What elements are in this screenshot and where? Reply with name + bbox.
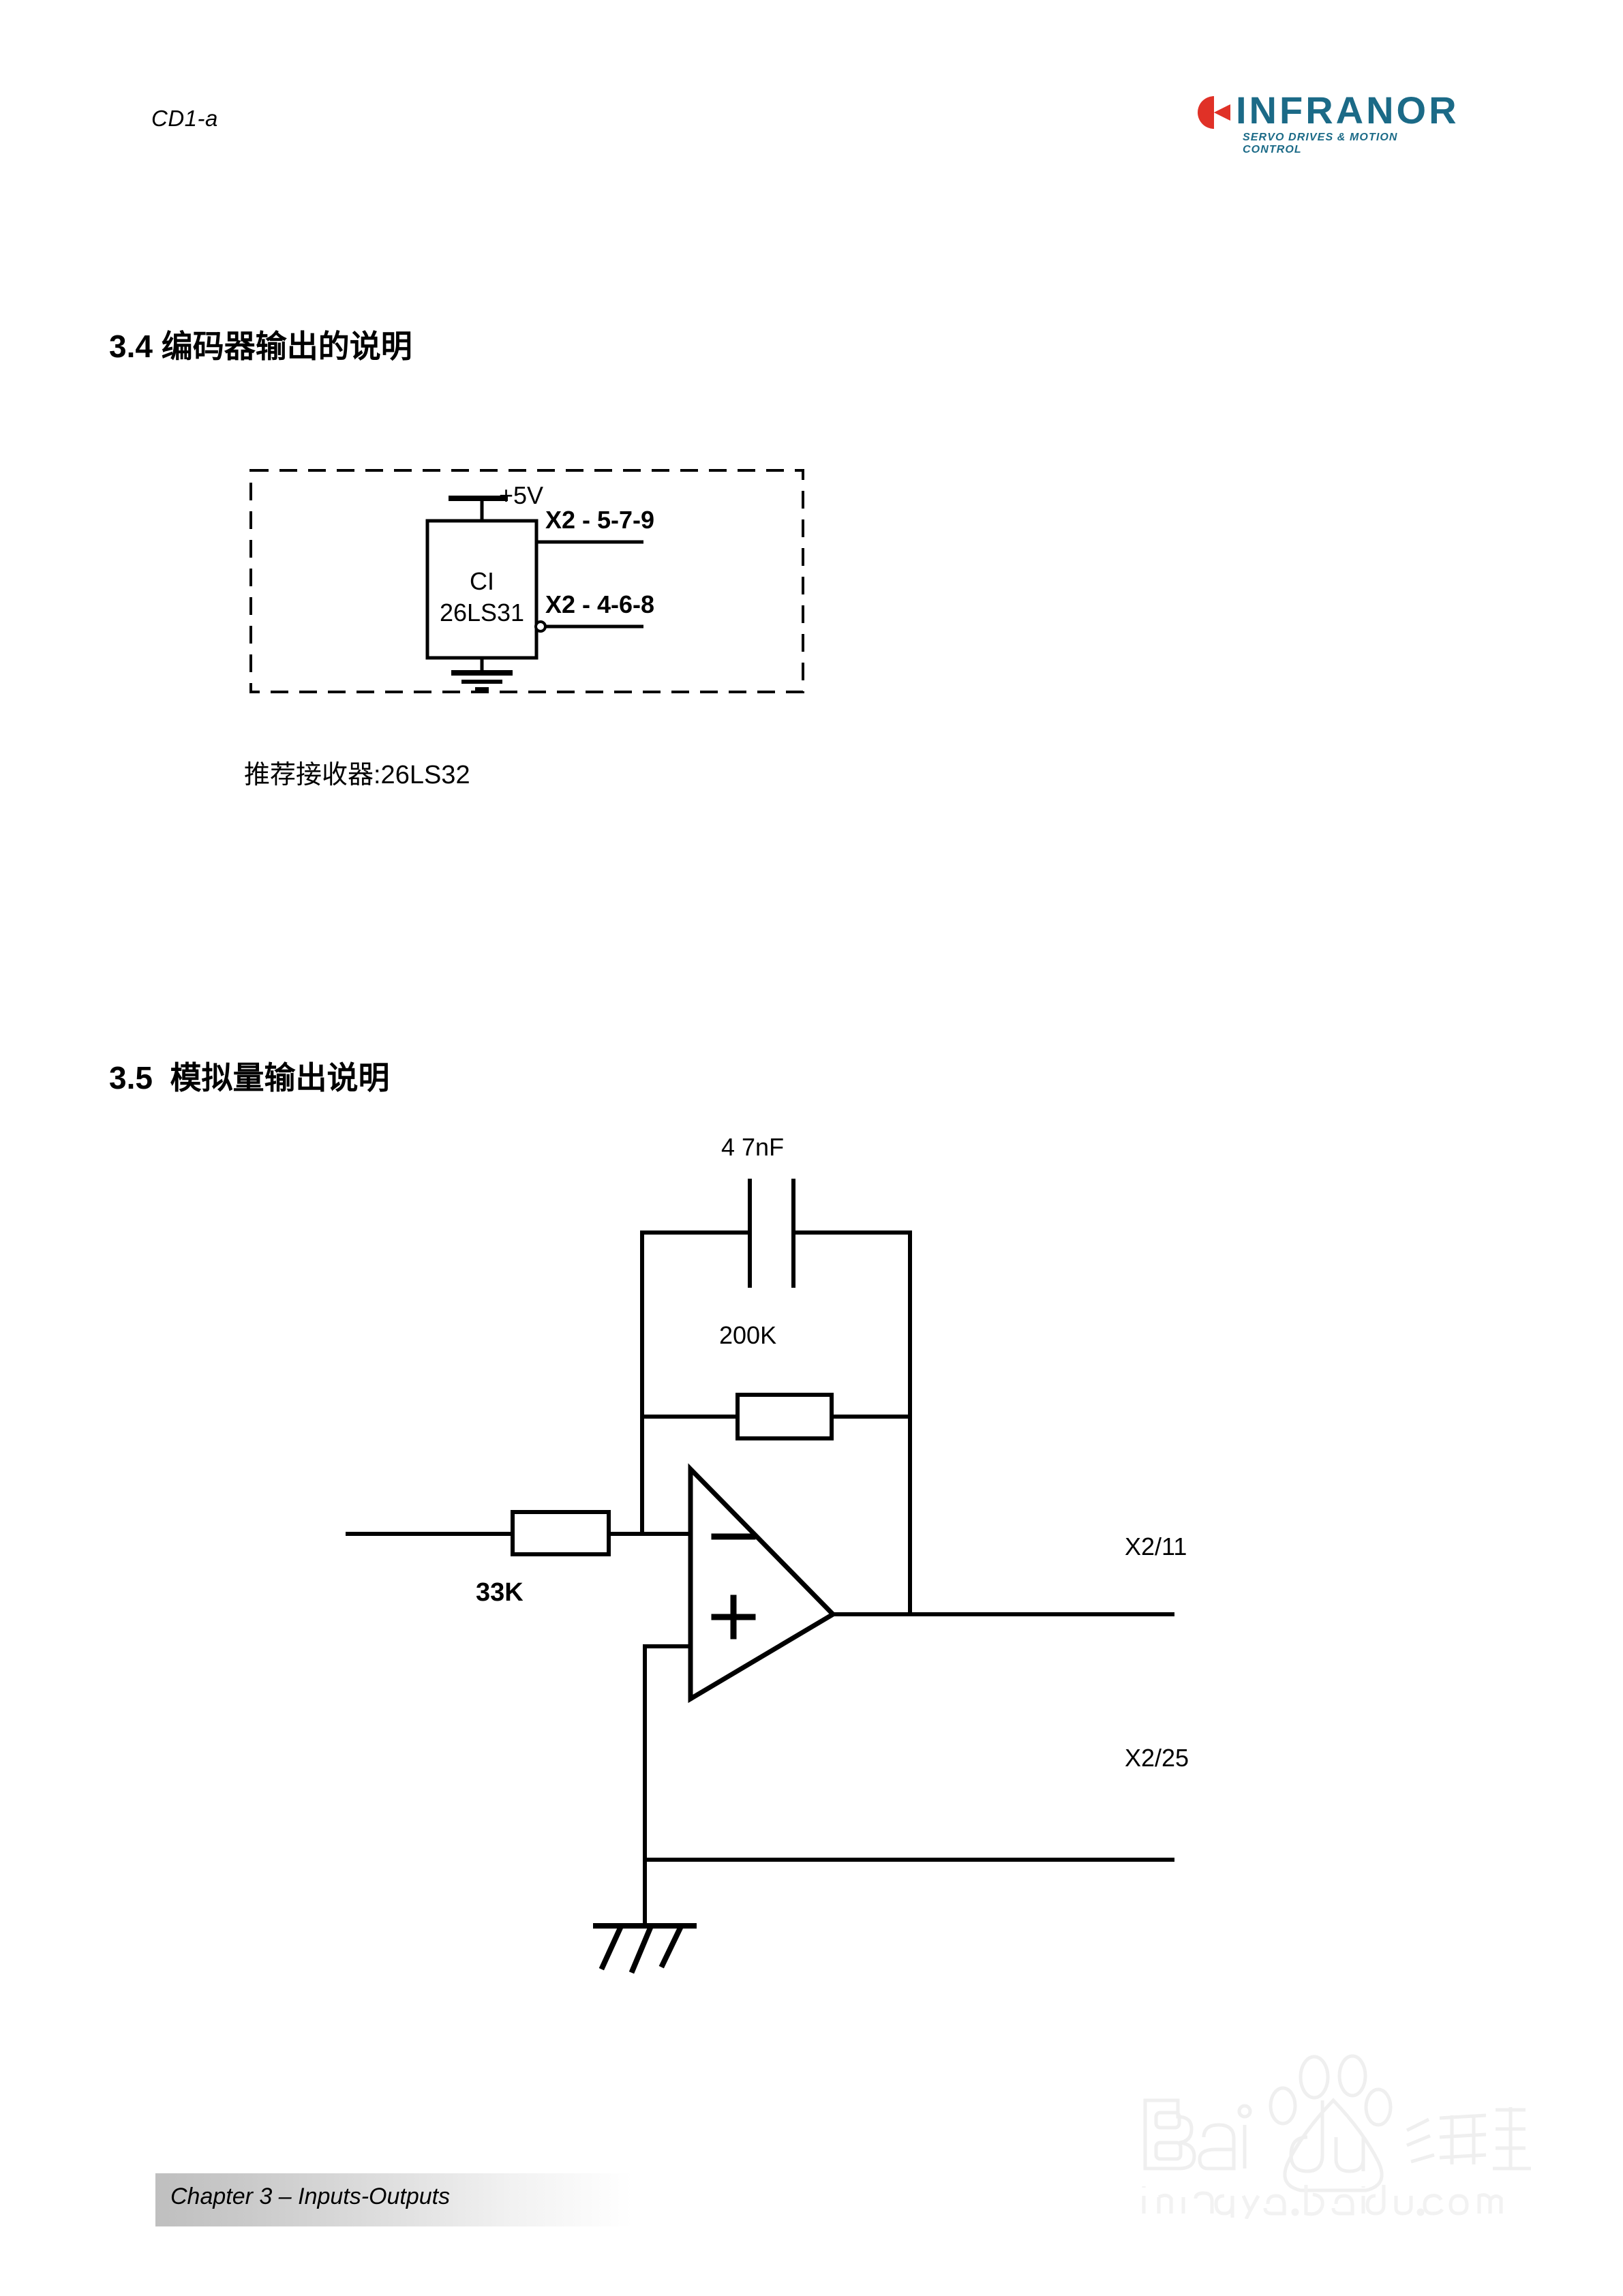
- ground-hatch-2-icon: [628, 1924, 654, 1974]
- input-resistor-label: 33K: [476, 1578, 524, 1607]
- footer-band: [155, 2173, 633, 2226]
- recommended-receiver-note: 推荐接收器:26LS32: [244, 761, 470, 789]
- inverting-bubble-icon: [534, 620, 547, 633]
- encoder-output-schematic: [232, 443, 818, 716]
- terminal-label-x2-25: X2/25: [1125, 1744, 1189, 1772]
- baidu-jingyan-watermark: [1132, 2035, 1541, 2220]
- infranor-logo: INFRANOR SERVO DRIVES & MOTION CONTROL: [1196, 89, 1459, 155]
- section-3-4-heading: 3.4 编码器输出的说明: [109, 329, 412, 364]
- opamp-triangle: [688, 1463, 837, 1704]
- supply-label: +5V: [499, 481, 544, 509]
- document-code-header: CD1-a: [151, 106, 218, 131]
- schematic-dashed-border: [249, 469, 804, 693]
- output-label-top: X2 - 5-7-9: [545, 506, 655, 534]
- analog-output-schematic: [320, 1159, 1220, 1974]
- ic-label-line1: CI: [470, 567, 494, 595]
- footer-chapter-label: Chapter 3 – Inputs-Outputs: [170, 2184, 451, 2209]
- resistor-200k-body: [735, 1393, 834, 1440]
- output-label-bottom: X2 - 4-6-8: [545, 590, 655, 618]
- section-3-5-heading: 3.5 模拟量输出说明: [109, 1060, 390, 1096]
- ic-body-26ls31: [425, 519, 539, 660]
- terminal-label-x2-11: X2/11: [1125, 1532, 1187, 1560]
- infranor-logo-mark-icon: [1196, 95, 1232, 130]
- feedback-resistor-label: 200K: [719, 1321, 777, 1349]
- ic-label-line2: 26LS31: [439, 599, 525, 626]
- ground-hatch-3-icon: [658, 1924, 684, 1969]
- resistor-33k-body: [511, 1510, 611, 1556]
- ground-hatch-1-icon: [598, 1924, 624, 1971]
- capacitor-label: 4 7nF: [721, 1133, 785, 1161]
- infranor-tagline: SERVO DRIVES & MOTION CONTROL: [1243, 132, 1398, 155]
- infranor-wordmark: INFRANOR: [1236, 89, 1459, 132]
